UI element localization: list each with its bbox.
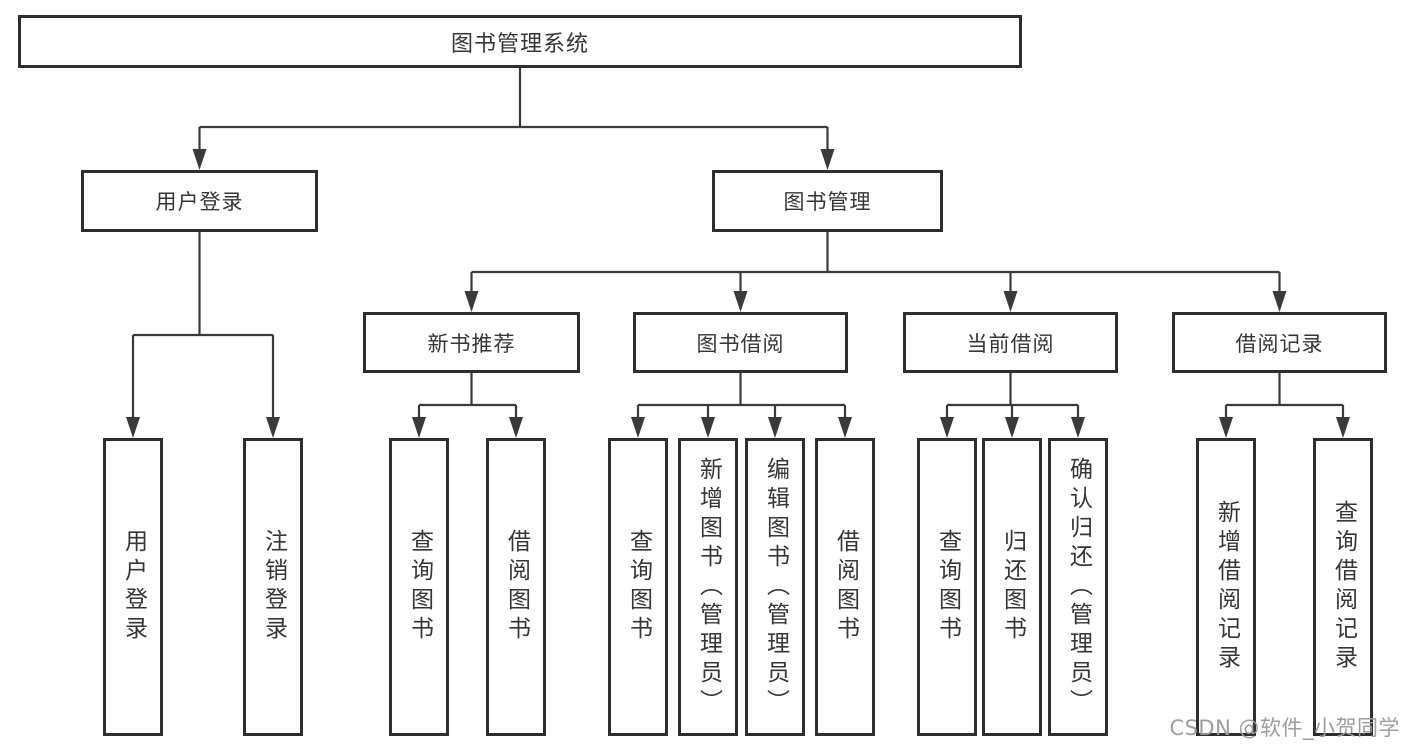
leaf-records-add-record: 新增借阅记录 [1196,438,1256,736]
node-new-book-recommend: 新书推荐 [363,312,580,373]
leaf-borrow-query-books: 查询图书 [608,438,668,736]
leaf-records-query-record: 查询借阅记录 [1313,438,1373,736]
leaf-recommend-borrow-books: 借阅图书 [486,438,546,736]
leaf-current-return-books: 归还图书 [982,438,1042,736]
node-current-borrow: 当前借阅 [903,312,1118,373]
node-book-borrow: 图书借阅 [633,312,848,373]
node-user-login: 用户登录 [81,170,318,232]
csdn-watermark: CSDN @软件_小贺同学 [1169,716,1400,740]
leaf-logout: 注销登录 [243,438,303,736]
leaf-current-confirm-return-admin: 确认归还（管理员） [1048,438,1108,736]
node-borrow-records: 借阅记录 [1172,312,1387,373]
node-root: 图书管理系统 [18,15,1022,68]
leaf-user-login: 用户登录 [103,438,163,736]
node-book-management: 图书管理 [712,170,943,232]
leaf-recommend-query-books: 查询图书 [389,438,449,736]
leaf-borrow-edit-books-admin: 编辑图书（管理员） [745,438,805,736]
leaf-borrow-borrow-books: 借阅图书 [815,438,875,736]
arrowheads [126,149,1350,438]
leaf-borrow-add-books-admin: 新增图书（管理员） [678,438,738,736]
leaf-current-query-books: 查询图书 [917,438,977,736]
